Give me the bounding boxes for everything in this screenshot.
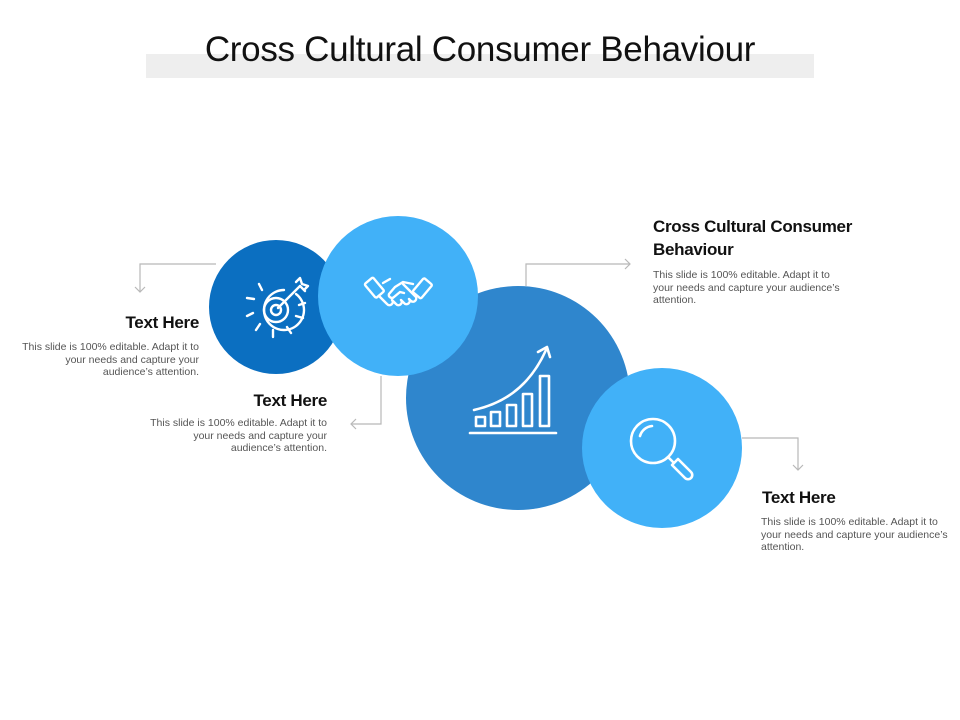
connector-1 (139, 263, 216, 292)
handshake-icon (363, 276, 433, 307)
item-3-heading: Cross Cultural Consumer Behaviour (653, 217, 853, 259)
growth-chart-icon (468, 345, 558, 435)
connector-2 (351, 376, 382, 425)
item-3-body: This slide is 100% editable. Adapt it to… (653, 269, 840, 306)
item-4-heading: Text Here (762, 488, 836, 507)
connector-4-arrow (792, 464, 804, 471)
page-title: Cross Cultural Consumer Behaviour (204, 30, 756, 69)
circle-gear (209, 240, 343, 374)
item-4-body: This slide is 100% editable. Adapt it to… (761, 516, 948, 553)
connector-3-arrow (624, 258, 631, 270)
gear-target-icon (245, 276, 310, 339)
item-1-body: This slide is 100% editable. Adapt it to… (22, 341, 199, 378)
magnifier-icon (629, 417, 694, 481)
connectors (134, 258, 804, 471)
circle-search (582, 368, 742, 528)
item-2-heading: Text Here (253, 391, 327, 410)
item-1-heading: Text Here (125, 313, 199, 332)
item-2-body: This slide is 100% editable. Adapt it to… (150, 417, 327, 454)
connector-2-arrow (350, 418, 357, 430)
circle-handshake (318, 216, 478, 376)
connector-1-arrow (134, 286, 146, 293)
title-band (146, 54, 814, 78)
connector-3 (525, 263, 630, 286)
connector-4 (742, 437, 799, 470)
